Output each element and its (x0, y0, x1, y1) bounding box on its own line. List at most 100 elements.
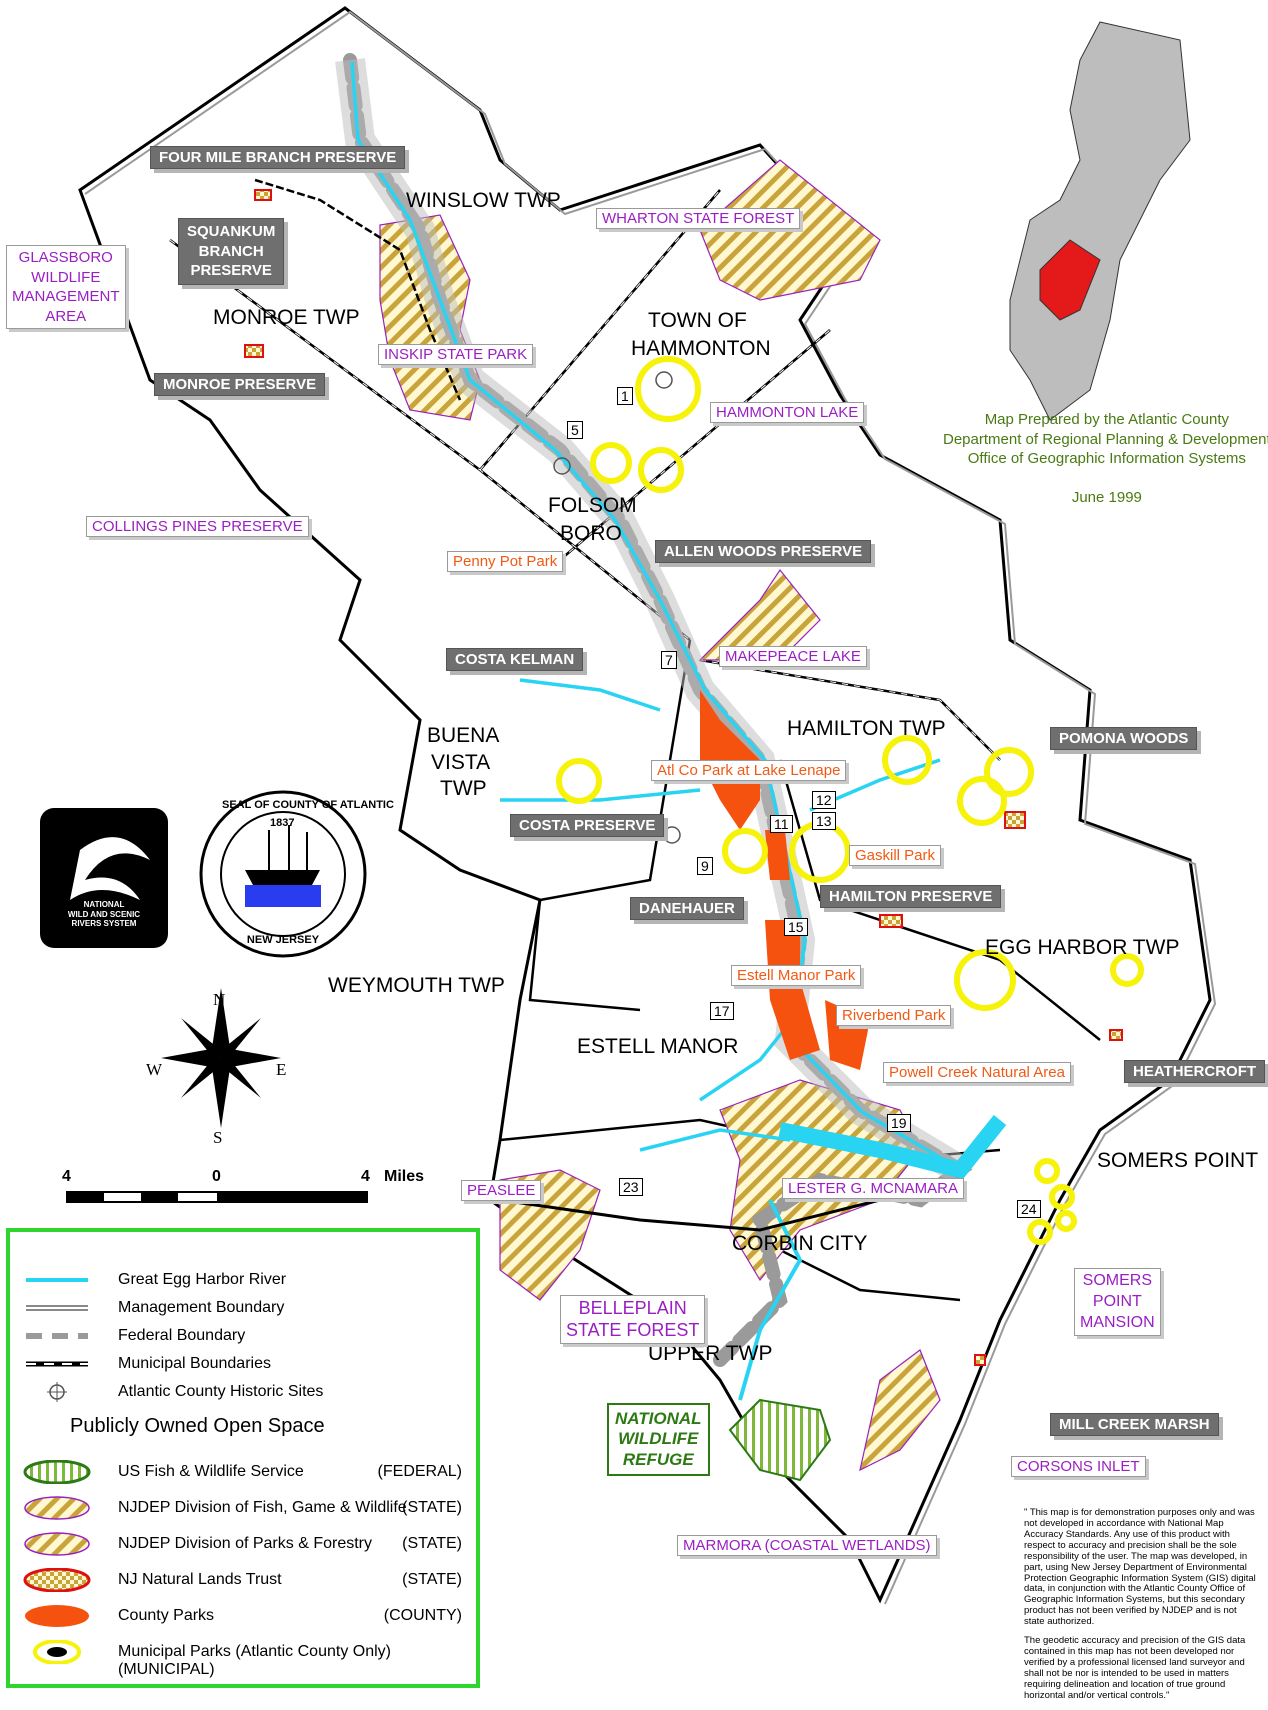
label-mcnamara: LESTER G. MCNAMARA (782, 1178, 965, 1199)
label-four-mile-preserve: FOUR MILE BRANCH PRESERVE (150, 146, 406, 169)
label-estell-manor-park: Estell Manor Park (731, 965, 862, 986)
site-number: 1 (617, 387, 633, 405)
label-buena-2: VISTA (431, 751, 491, 774)
label-gaskill-park: Gaskill Park (849, 845, 942, 866)
scale-unit: Miles (384, 1168, 425, 1185)
legend-county-parks: County Parks(COUNTY) (10, 1604, 476, 1630)
site-number: 5 (567, 421, 583, 439)
disclaimer: " This map is for demonstration purposes… (1024, 1507, 1256, 1701)
seal-year: 1837 (270, 817, 295, 829)
label-upper-twp: UPPER TWP (648, 1342, 773, 1365)
label-costa-kelman: COSTA KELMAN (446, 648, 584, 671)
label-egg-harbor-twp: EGG HARBOR TWP (985, 936, 1180, 959)
label-makepeace-lake: MAKEPEACE LAKE (719, 646, 867, 667)
federal-fill-icon (23, 1460, 91, 1484)
site-number: 19 (887, 1114, 911, 1132)
label-hammonton-lake: HAMMONTON LAKE (710, 402, 865, 423)
legend-heading: Publicly Owned Open Space (70, 1415, 325, 1437)
site-number: 24 (1017, 1200, 1041, 1218)
label-riverbend-park: Riverbend Park (836, 1005, 952, 1026)
label-corbin-city: CORBIN CITY (732, 1232, 868, 1255)
parks-forestry-fill-icon (24, 1532, 90, 1556)
label-heathercroft: HEATHERCROFT (1124, 1060, 1266, 1083)
compass-s: S (213, 1128, 223, 1147)
label-winslow-twp: WINSLOW TWP (406, 189, 561, 212)
legend-natural-lands: NJ Natural Lands Trust(STATE) (10, 1568, 476, 1594)
label-hamilton-twp: HAMILTON TWP (787, 717, 946, 740)
crosshair-icon (47, 1382, 67, 1402)
municipal-line-icon (26, 1361, 88, 1367)
legend-federal: Federal Boundary (10, 1324, 476, 1350)
legend-river: Great Egg Harbor River (10, 1268, 476, 1294)
label-lake-lenape: Atl Co Park at Lake Lenape (651, 760, 847, 781)
label-corsons-inlet: CORSONS INLET (1011, 1456, 1146, 1477)
municipal-park-icon (33, 1640, 81, 1664)
legend-fgw: NJDEP Division of Fish, Game & Wildlife(… (10, 1496, 476, 1522)
wild-scenic-logo (40, 808, 168, 948)
site-number: 17 (710, 1002, 734, 1020)
county-park-fill-icon (25, 1605, 89, 1627)
label-peaslee: PEASLEE (461, 1180, 542, 1201)
natural-lands-fill-icon (23, 1568, 91, 1592)
management-line-icon (26, 1305, 88, 1311)
label-pomona-woods: POMONA WOODS (1050, 727, 1198, 750)
federal-line-icon (26, 1333, 88, 1339)
label-powell-creek: Powell Creek Natural Area (883, 1062, 1071, 1083)
nj-inset-map (1009, 21, 1191, 421)
compass-w: W (146, 1060, 163, 1079)
legend-parks-forestry: NJDEP Division of Parks & Forestry(STATE… (10, 1532, 476, 1558)
label-somers-point: SOMERS POINT (1097, 1149, 1259, 1172)
scale-bar (66, 1191, 368, 1203)
county-seal (199, 790, 367, 958)
label-costa-preserve: COSTA PRESERVE (510, 814, 665, 837)
label-collings-pines: COLLINGS PINES PRESERVE (86, 516, 309, 537)
scale-left: 4 (62, 1168, 71, 1185)
historic-sites (553, 371, 681, 844)
natural-lands (244, 189, 1123, 1366)
label-danehauer: DANEHAUER (630, 897, 744, 920)
label-buena-1: BUENA (427, 724, 500, 747)
legend-management: Management Boundary (10, 1296, 476, 1322)
refuge-area (728, 1398, 832, 1482)
label-wharton-state-forest: WHARTON STATE FOREST (596, 208, 801, 229)
site-number: 12 (812, 791, 836, 809)
legend-historic: Atlantic County Historic Sites (10, 1380, 476, 1406)
compass-rose (161, 988, 281, 1128)
label-hamilton-preserve: HAMILTON PRESERVE (820, 885, 1002, 908)
site-number: 9 (697, 857, 713, 875)
legend-municipal-parks: Municipal Parks (Atlantic County Only)(M… (10, 1640, 476, 1678)
label-marmora: MARMORA (COASTAL WETLANDS) (677, 1535, 937, 1556)
label-penny-pot-park: Penny Pot Park (447, 551, 564, 572)
label-estell-manor: ESTELL MANOR (577, 1035, 739, 1058)
site-number: 11 (770, 815, 793, 833)
label-folsom-1: FOLSOM (548, 494, 637, 517)
label-buena-3: TWP (440, 777, 487, 800)
label-monroe-preserve: MONROE PRESERVE (154, 373, 326, 396)
label-weymouth-twp: WEYMOUTH TWP (328, 974, 505, 997)
site-number: 7 (661, 651, 677, 669)
label-hammonton-2: HAMMONTON (631, 337, 771, 360)
fish-game-fill-icon (24, 1496, 90, 1520)
compass-n: N (213, 990, 226, 1009)
legend-municipal: Municipal Boundaries (10, 1352, 476, 1378)
label-mill-creek-marsh: MILL CREEK MARSH (1050, 1413, 1219, 1436)
site-number: 23 (619, 1178, 643, 1196)
scale-right: 4 (361, 1168, 370, 1185)
seal-top-text: SEAL OF COUNTY OF ATLANTIC (222, 799, 394, 811)
label-folsom-2: BORO (560, 522, 622, 545)
legend-fws: US Fish & Wildlife Service(FEDERAL) (10, 1460, 476, 1486)
site-number: 13 (812, 812, 836, 830)
river-line-icon (26, 1278, 88, 1282)
label-inskip-state-park: INSKIP STATE PARK (378, 344, 534, 365)
seal-bottom-text: NEW JERSEY (246, 934, 320, 946)
label-monroe-twp: MONROE TWP (213, 306, 360, 329)
label-allen-woods-preserve: ALLEN WOODS PRESERVE (655, 540, 872, 563)
compass-e: E (276, 1060, 287, 1079)
label-hammonton-1: TOWN OF (648, 309, 747, 332)
